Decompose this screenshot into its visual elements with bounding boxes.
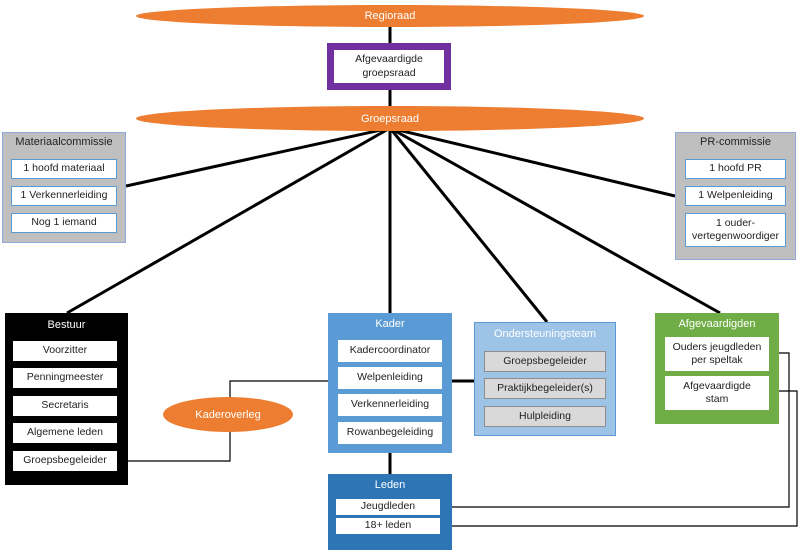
afgevaardigde-groepsraad-item: Afgevaardigde groepsraad <box>334 50 444 83</box>
bestuur-title: Bestuur <box>47 319 86 331</box>
ouders-line1: Ouders jeugdleden <box>672 340 762 353</box>
connector-ouders-jeugdleden <box>441 352 790 508</box>
materiaal-item-1: 1 hoofd materiaal <box>11 159 117 179</box>
pr-item-1: 1 hoofd PR <box>685 159 786 179</box>
ouders-line2: per speltak <box>691 354 743 366</box>
bestuur-item-penningmeester: Penningmeester <box>13 368 117 388</box>
materiaal-item-3: Nog 1 iemand <box>11 213 117 233</box>
connector-groepsraad-pr <box>389 126 676 198</box>
kaderoverleg-node: Kaderoverleg <box>163 397 293 432</box>
materiaalcommissie-title: Materiaalcommissie <box>15 136 113 148</box>
regioraad-node: Regioraad <box>136 5 644 27</box>
afgevaardigden-item-ouders: Ouders jeugdleden per speltak <box>665 337 769 371</box>
connector-kaderoverleg-kader <box>229 380 330 398</box>
ondersteuningsteam-box: Ondersteuningsteam Groepsbegeleider Prak… <box>474 322 616 436</box>
bestuur-item-groepsbegeleider: Groepsbegeleider <box>13 451 117 471</box>
ondersteuning-item-hulpleiding: Hulpleiding <box>484 406 606 427</box>
afgevaardigden-box: Afgevaardigden Ouders jeugdleden per spe… <box>655 313 779 424</box>
afgevaardigde-line2: groepsraad <box>362 66 416 79</box>
kader-item-verkennerleiding: Verkennerleiding <box>338 394 442 416</box>
afgevaardigden-item-stam: Afgevaardigde stam <box>665 376 769 410</box>
ondersteuningsteam-title: Ondersteuningsteam <box>493 328 597 340</box>
pr-item-3-line1: 1 ouder- <box>715 216 756 229</box>
groepsraad-label: Groepsraad <box>360 112 420 125</box>
ondersteuning-item-groepsbegeleider: Groepsbegeleider <box>484 351 606 372</box>
connector-groepsraad-materiaal <box>125 126 391 188</box>
materiaal-item-2: 1 Verkennerleiding <box>11 186 117 206</box>
leden-box: Leden Jeugdleden 18+ leden <box>328 474 452 550</box>
pr-item-3-line2: vertegenwoordiger <box>692 230 779 242</box>
connector-groepsraad-afgevaardigden <box>389 126 721 315</box>
bestuur-item-voorzitter: Voorzitter <box>13 341 117 361</box>
pr-item-3: 1 ouder- vertegenwoordiger <box>685 213 786 247</box>
leden-item-18plus: 18+ leden <box>336 518 440 534</box>
bestuur-box: Bestuur Voorzitter Penningmeester Secret… <box>5 313 128 485</box>
pr-commissie-title: PR-commissie <box>700 136 771 148</box>
kader-box: Kader Kadercoordinator Welpenleiding Ver… <box>328 313 452 453</box>
kader-item-kadercoordinator: Kadercoordinator <box>338 340 442 362</box>
leden-title: Leden <box>374 479 406 491</box>
regioraad-label: Regioraad <box>364 10 416 22</box>
leden-item-jeugdleden: Jeugdleden <box>336 499 440 515</box>
connector-stam-18plus <box>441 390 798 527</box>
kader-item-rowanbegeleiding: Rowanbegeleiding <box>338 422 442 444</box>
kaderoverleg-label: Kaderoverleg <box>195 408 261 421</box>
connector-groepsraad-bestuur <box>66 126 391 315</box>
stam-line1: Afgevaardigde <box>683 379 751 392</box>
stam-line2: stam <box>705 393 729 405</box>
pr-item-2: 1 Welpenleiding <box>685 186 786 206</box>
bestuur-item-algemene-leden: Algemene leden <box>13 423 117 443</box>
afgevaardigden-title: Afgevaardigden <box>678 318 756 330</box>
afgevaardigde-groepsraad-box: Afgevaardigde groepsraad <box>327 43 451 90</box>
kader-item-welpenleiding: Welpenleiding <box>338 367 442 389</box>
bestuur-item-secretaris: Secretaris <box>13 396 117 416</box>
pr-commissie-box: PR-commissie 1 hoofd PR 1 Welpenleiding … <box>675 132 796 260</box>
afgevaardigde-line1: Afgevaardigde <box>355 53 423 66</box>
connector-groepsraad-ondersteuning <box>388 127 549 323</box>
ondersteuning-item-praktijkbegeleiders: Praktijkbegeleider(s) <box>484 378 606 399</box>
connector-kaderoverleg-bestuur <box>121 430 231 462</box>
groepsraad-node: Groepsraad <box>136 106 644 131</box>
kader-title: Kader <box>375 318 405 330</box>
materiaalcommissie-box: Materiaalcommissie 1 hoofd materiaal 1 V… <box>2 132 126 243</box>
